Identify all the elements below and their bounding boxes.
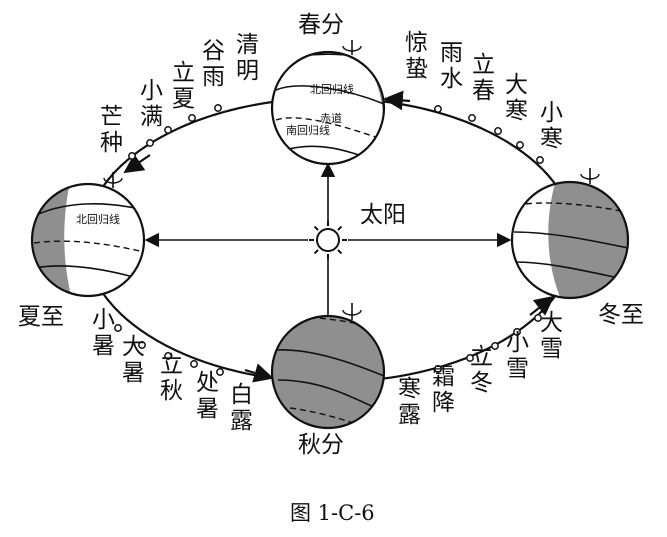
solar-term-char: 立 — [172, 60, 195, 86]
solar-term-char: 立 — [470, 344, 493, 370]
solar-term-char: 露 — [398, 402, 421, 428]
label-tropic-capricorn-spring: 南回归线 — [286, 123, 330, 137]
solar-term-char: 雪 — [506, 356, 529, 382]
solar-term-char: 雨 — [440, 40, 463, 66]
label-tropic-cancer-summer: 北回归线 — [76, 212, 120, 226]
solar-term-char: 暑 — [196, 396, 219, 422]
solar-term-char: 露 — [230, 408, 253, 434]
solar-term-char: 小 — [92, 307, 115, 333]
solar-term-dot — [217, 369, 223, 375]
solar-term-char: 秋 — [160, 378, 183, 404]
solar-term-char: 惊 — [405, 30, 428, 56]
solar-term-char: 寒 — [505, 98, 528, 124]
label-spring-equinox: 春分 — [298, 12, 344, 38]
solar-term-char: 小 — [506, 330, 529, 356]
solar-term-char: 霜 — [432, 364, 455, 390]
solar-term-char: 蛰 — [405, 56, 428, 82]
globe-summer-solstice: 北回归线 — [30, 172, 150, 302]
solar-term-dot — [517, 142, 523, 148]
label-autumn-equinox: 秋分 — [298, 432, 344, 458]
solar-term-dot — [495, 128, 501, 134]
solar-term-char: 夏 — [172, 86, 195, 112]
solar-term-char: 暑 — [92, 333, 115, 359]
solar-term-dot — [469, 115, 475, 121]
solar-term-char: 小 — [140, 78, 163, 104]
solar-term-char: 寒 — [540, 126, 563, 152]
solar-term-dot — [129, 153, 135, 159]
solar-term-char: 大 — [540, 310, 563, 336]
solar-term-char: 寒 — [398, 376, 421, 402]
solar-term-dot — [537, 157, 543, 163]
solar-term-char: 处 — [196, 370, 219, 396]
solar-term-dot — [191, 361, 197, 367]
solar-term-char: 暑 — [122, 360, 145, 386]
solar-term-char: 谷 — [202, 38, 225, 64]
solar-term-char: 清 — [236, 32, 259, 58]
solar-term-char: 小 — [540, 100, 563, 126]
solar-term-char: 立 — [160, 352, 183, 378]
globe-winter-solstice — [510, 168, 632, 302]
solar-term-char: 降 — [432, 390, 455, 416]
solar-term-dot — [165, 127, 171, 133]
solar-term-char: 明 — [236, 58, 259, 84]
label-equator-spring: 赤道 — [320, 111, 342, 125]
solar-term-char: 雨 — [202, 64, 225, 90]
solar-term-char: 种 — [100, 130, 123, 156]
solar-term-char: 水 — [440, 66, 463, 92]
solar-term-char: 春 — [472, 78, 495, 104]
solar-term-dot — [147, 140, 153, 146]
solar-term-char: 芒 — [100, 104, 123, 130]
solar-term-dot — [435, 106, 441, 112]
solar-term-char: 大 — [505, 72, 528, 98]
solar-term-char: 满 — [140, 104, 163, 130]
figure-caption: 图 1-C-6 — [290, 501, 375, 525]
solar-term-dot — [215, 105, 221, 111]
orbit-arrow-top — [385, 99, 410, 101]
solar-term-char: 立 — [472, 52, 495, 78]
solar-term-char: 白 — [230, 382, 253, 408]
globe-autumn-equinox — [270, 303, 390, 434]
label-summer-solstice: 夏至 — [18, 304, 64, 330]
label-tropic-cancer-spring: 北回归线 — [310, 82, 354, 96]
solar-term-char: 雪 — [540, 336, 563, 362]
sun-icon — [309, 221, 347, 259]
solar-term-char: 大 — [122, 334, 145, 360]
sun-label: 太阳 — [360, 202, 406, 228]
solar-term-dot — [115, 325, 121, 331]
globe-spring-equinox: 北回归线 赤道 南回归线 — [270, 40, 392, 170]
solar-term-char: 冬 — [470, 370, 493, 396]
label-winter-solstice: 冬至 — [598, 302, 644, 328]
solar-term-dot — [189, 115, 195, 121]
